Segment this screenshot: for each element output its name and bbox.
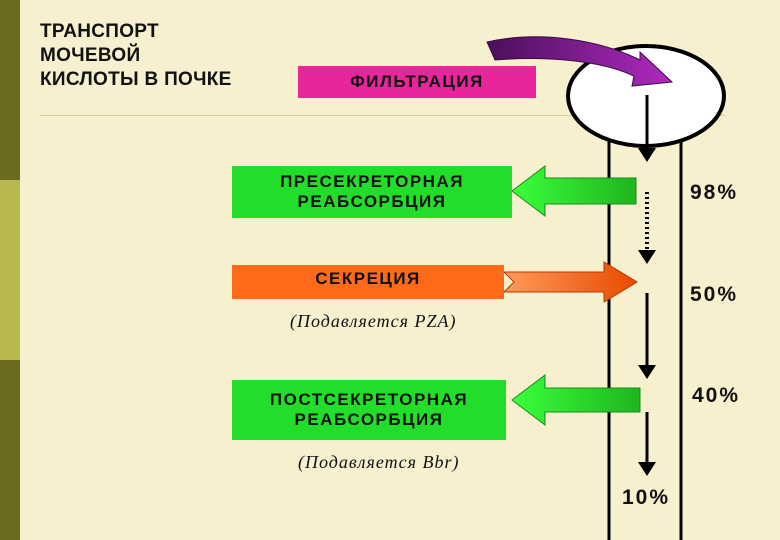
secretion-label: СЕКРЕЦИЯ [315, 269, 421, 288]
postsecretory-label-line-2: РЕАБСОРБЦИЯ [294, 410, 444, 429]
flow-arrow-1 [638, 95, 656, 162]
sidebar-stripe-top [0, 0, 20, 180]
filtration-box: ФИЛЬТРАЦИЯ [298, 66, 536, 98]
sidebar-stripe-middle [0, 180, 20, 360]
title-line-1: ТРАНСПОРТ [40, 21, 159, 42]
presecretory-label-line-2: РЕАБСОРБЦИЯ [297, 192, 447, 211]
sidebar-stripe-bottom [0, 360, 20, 540]
flow-arrow-2 [638, 293, 656, 379]
percent-after-secretion: 50% [690, 283, 739, 306]
postsecretory-reabsorption-arrow [511, 373, 641, 427]
postsecretory-label-line-1: ПОСТСЕКРЕТОРНАЯ [269, 390, 469, 409]
title-line-3: КИСЛОТЫ В ПОЧКЕ [40, 69, 232, 90]
percent-after-postsecretory: 40% [692, 384, 741, 407]
title-line-2: МОЧЕВОЙ [40, 45, 141, 66]
percent-after-presecretory: 98% [690, 181, 739, 204]
flow-arrow-3 [638, 412, 656, 476]
postsecretory-reabsorption-box: ПОСТСЕКРЕТОРНАЯ РЕАБСОРБЦИЯ [232, 380, 506, 440]
filtration-label: ФИЛЬТРАЦИЯ [350, 72, 484, 91]
presecretory-label-line-1: ПРЕСЕКРЕТОРНАЯ [280, 172, 464, 191]
title-divider [40, 115, 725, 116]
presecretory-reabsorption-arrow [511, 164, 637, 218]
presecretory-reabsorption-box: ПРЕСЕКРЕТОРНАЯ РЕАБСОРБЦИЯ [232, 166, 512, 218]
secretion-inhibitor-note: (Подавляется PZA) [290, 311, 457, 331]
filtration-arrow [486, 36, 674, 87]
slide-title: ТРАНСПОРТ МОЧЕВОЙ КИСЛОТЫ В ПОЧКЕ [40, 20, 300, 92]
flow-arrow-dotted [638, 192, 656, 264]
secretion-box: СЕКРЕЦИЯ [232, 265, 504, 299]
postsecretory-inhibitor-note: (Подавляется Bbr) [298, 452, 460, 472]
secretion-arrow [502, 261, 638, 303]
percent-excreted: 10% [622, 486, 671, 509]
